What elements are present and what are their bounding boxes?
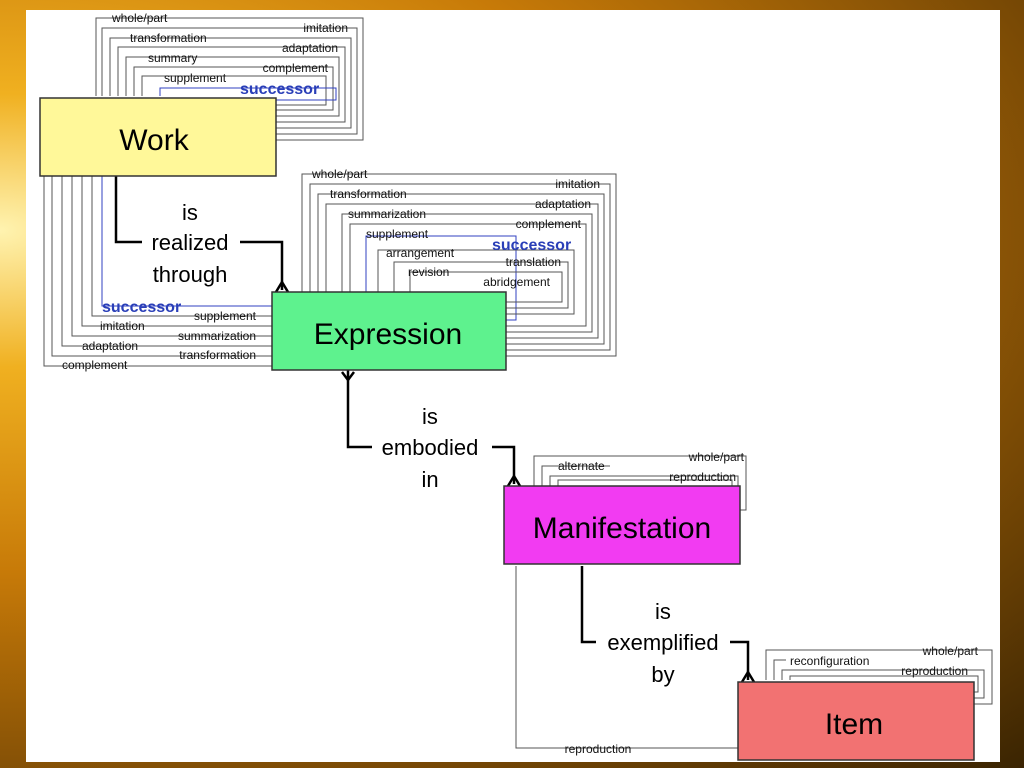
label-arrangement: arrangement <box>386 246 455 260</box>
label-translation: translation <box>506 255 561 269</box>
label-abridgement: abridgement <box>483 275 550 289</box>
label-transformation: transformation <box>330 187 407 201</box>
primary-relation-lines <box>114 176 750 680</box>
label-whole-part: whole/part <box>922 644 979 658</box>
item-box <box>737 681 975 761</box>
entity-item[interactable]: Item <box>737 681 975 761</box>
label-revision: revision <box>408 265 449 279</box>
relation-word: is <box>655 599 671 624</box>
label-transformation: transformation <box>179 348 256 362</box>
label-supplement: supplement <box>366 227 429 241</box>
entity-expression[interactable]: Expression <box>271 291 507 371</box>
relation-word: by <box>651 662 674 687</box>
label-adaptation: adaptation <box>82 339 138 353</box>
relation-word: is <box>422 404 438 429</box>
label-supplement: supplement <box>164 71 227 85</box>
relation-realized-through: is realized through <box>151 200 228 287</box>
label-imitation: imitation <box>303 21 348 35</box>
label-summarization: summarization <box>348 207 426 221</box>
label-reproduction: reproduction <box>901 664 968 678</box>
work-label: Work <box>119 124 189 157</box>
relation-word: embodied <box>382 435 479 460</box>
work-expression-relations <box>43 176 272 367</box>
label-complement: complement <box>263 61 329 75</box>
manifestation-self-relations <box>533 455 747 511</box>
label-whole-part: whole/part <box>311 167 368 181</box>
manifestation-label: Manifestation <box>533 512 711 545</box>
work-expression-labels: supplement imitation summarization adapt… <box>62 309 257 372</box>
label-adaptation: adaptation <box>535 197 591 211</box>
label-whole-part: whole/part <box>111 11 168 25</box>
label-alternate: alternate <box>558 459 605 473</box>
label-supplement: supplement <box>194 309 257 323</box>
expression-label: Expression <box>314 318 462 351</box>
relation-word: through <box>153 262 228 287</box>
label-summary: summary <box>148 51 197 65</box>
label-transformation: transformation <box>130 31 207 45</box>
crowfoot-markers <box>274 279 756 683</box>
label-adaptation: adaptation <box>282 41 338 55</box>
relation-word: realized <box>151 230 228 255</box>
item-label: Item <box>825 708 883 741</box>
relation-embodied-in: is embodied in <box>382 404 479 492</box>
expression-successor-label: successor <box>492 237 571 254</box>
expression-box <box>271 291 507 371</box>
expression-self-relations <box>301 173 617 357</box>
label-reproduction: reproduction <box>565 742 632 756</box>
work-self-left-labels: whole/part transformation summary supple… <box>111 11 227 85</box>
label-imitation: imitation <box>555 177 600 191</box>
work-expression-successor-label: successor <box>102 299 181 316</box>
label-imitation: imitation <box>100 319 145 333</box>
slide: whole/part transformation summary supple… <box>26 10 1000 762</box>
label-complement: complement <box>516 217 582 231</box>
manifestation-item-reproduction-line <box>515 566 738 749</box>
expression-self-left-labels: whole/part transformation summarization … <box>311 167 455 279</box>
label-reproduction: reproduction <box>669 470 736 484</box>
relation-exemplified-by: is exemplified by <box>607 599 718 687</box>
label-complement: complement <box>62 358 128 372</box>
expression-self-right-labels: imitation adaptation complement translat… <box>483 177 600 289</box>
label-summarization: summarization <box>178 329 256 343</box>
frbr-diagram: whole/part transformation summary supple… <box>39 11 993 761</box>
manifestation-box <box>503 485 741 565</box>
relation-word: exemplified <box>607 630 718 655</box>
work-box <box>39 97 277 177</box>
entity-work[interactable]: Work <box>39 97 277 177</box>
entity-manifestation[interactable]: Manifestation <box>503 485 741 565</box>
label-reconfiguration: reconfiguration <box>790 654 869 668</box>
work-self-relations <box>95 17 364 141</box>
work-successor-label: successor <box>240 81 319 98</box>
relation-word: in <box>421 467 438 492</box>
relation-word: is <box>182 200 198 225</box>
item-self-relations <box>765 649 993 705</box>
label-whole-part: whole/part <box>688 450 745 464</box>
work-self-right-labels: imitation adaptation complement <box>263 21 348 75</box>
